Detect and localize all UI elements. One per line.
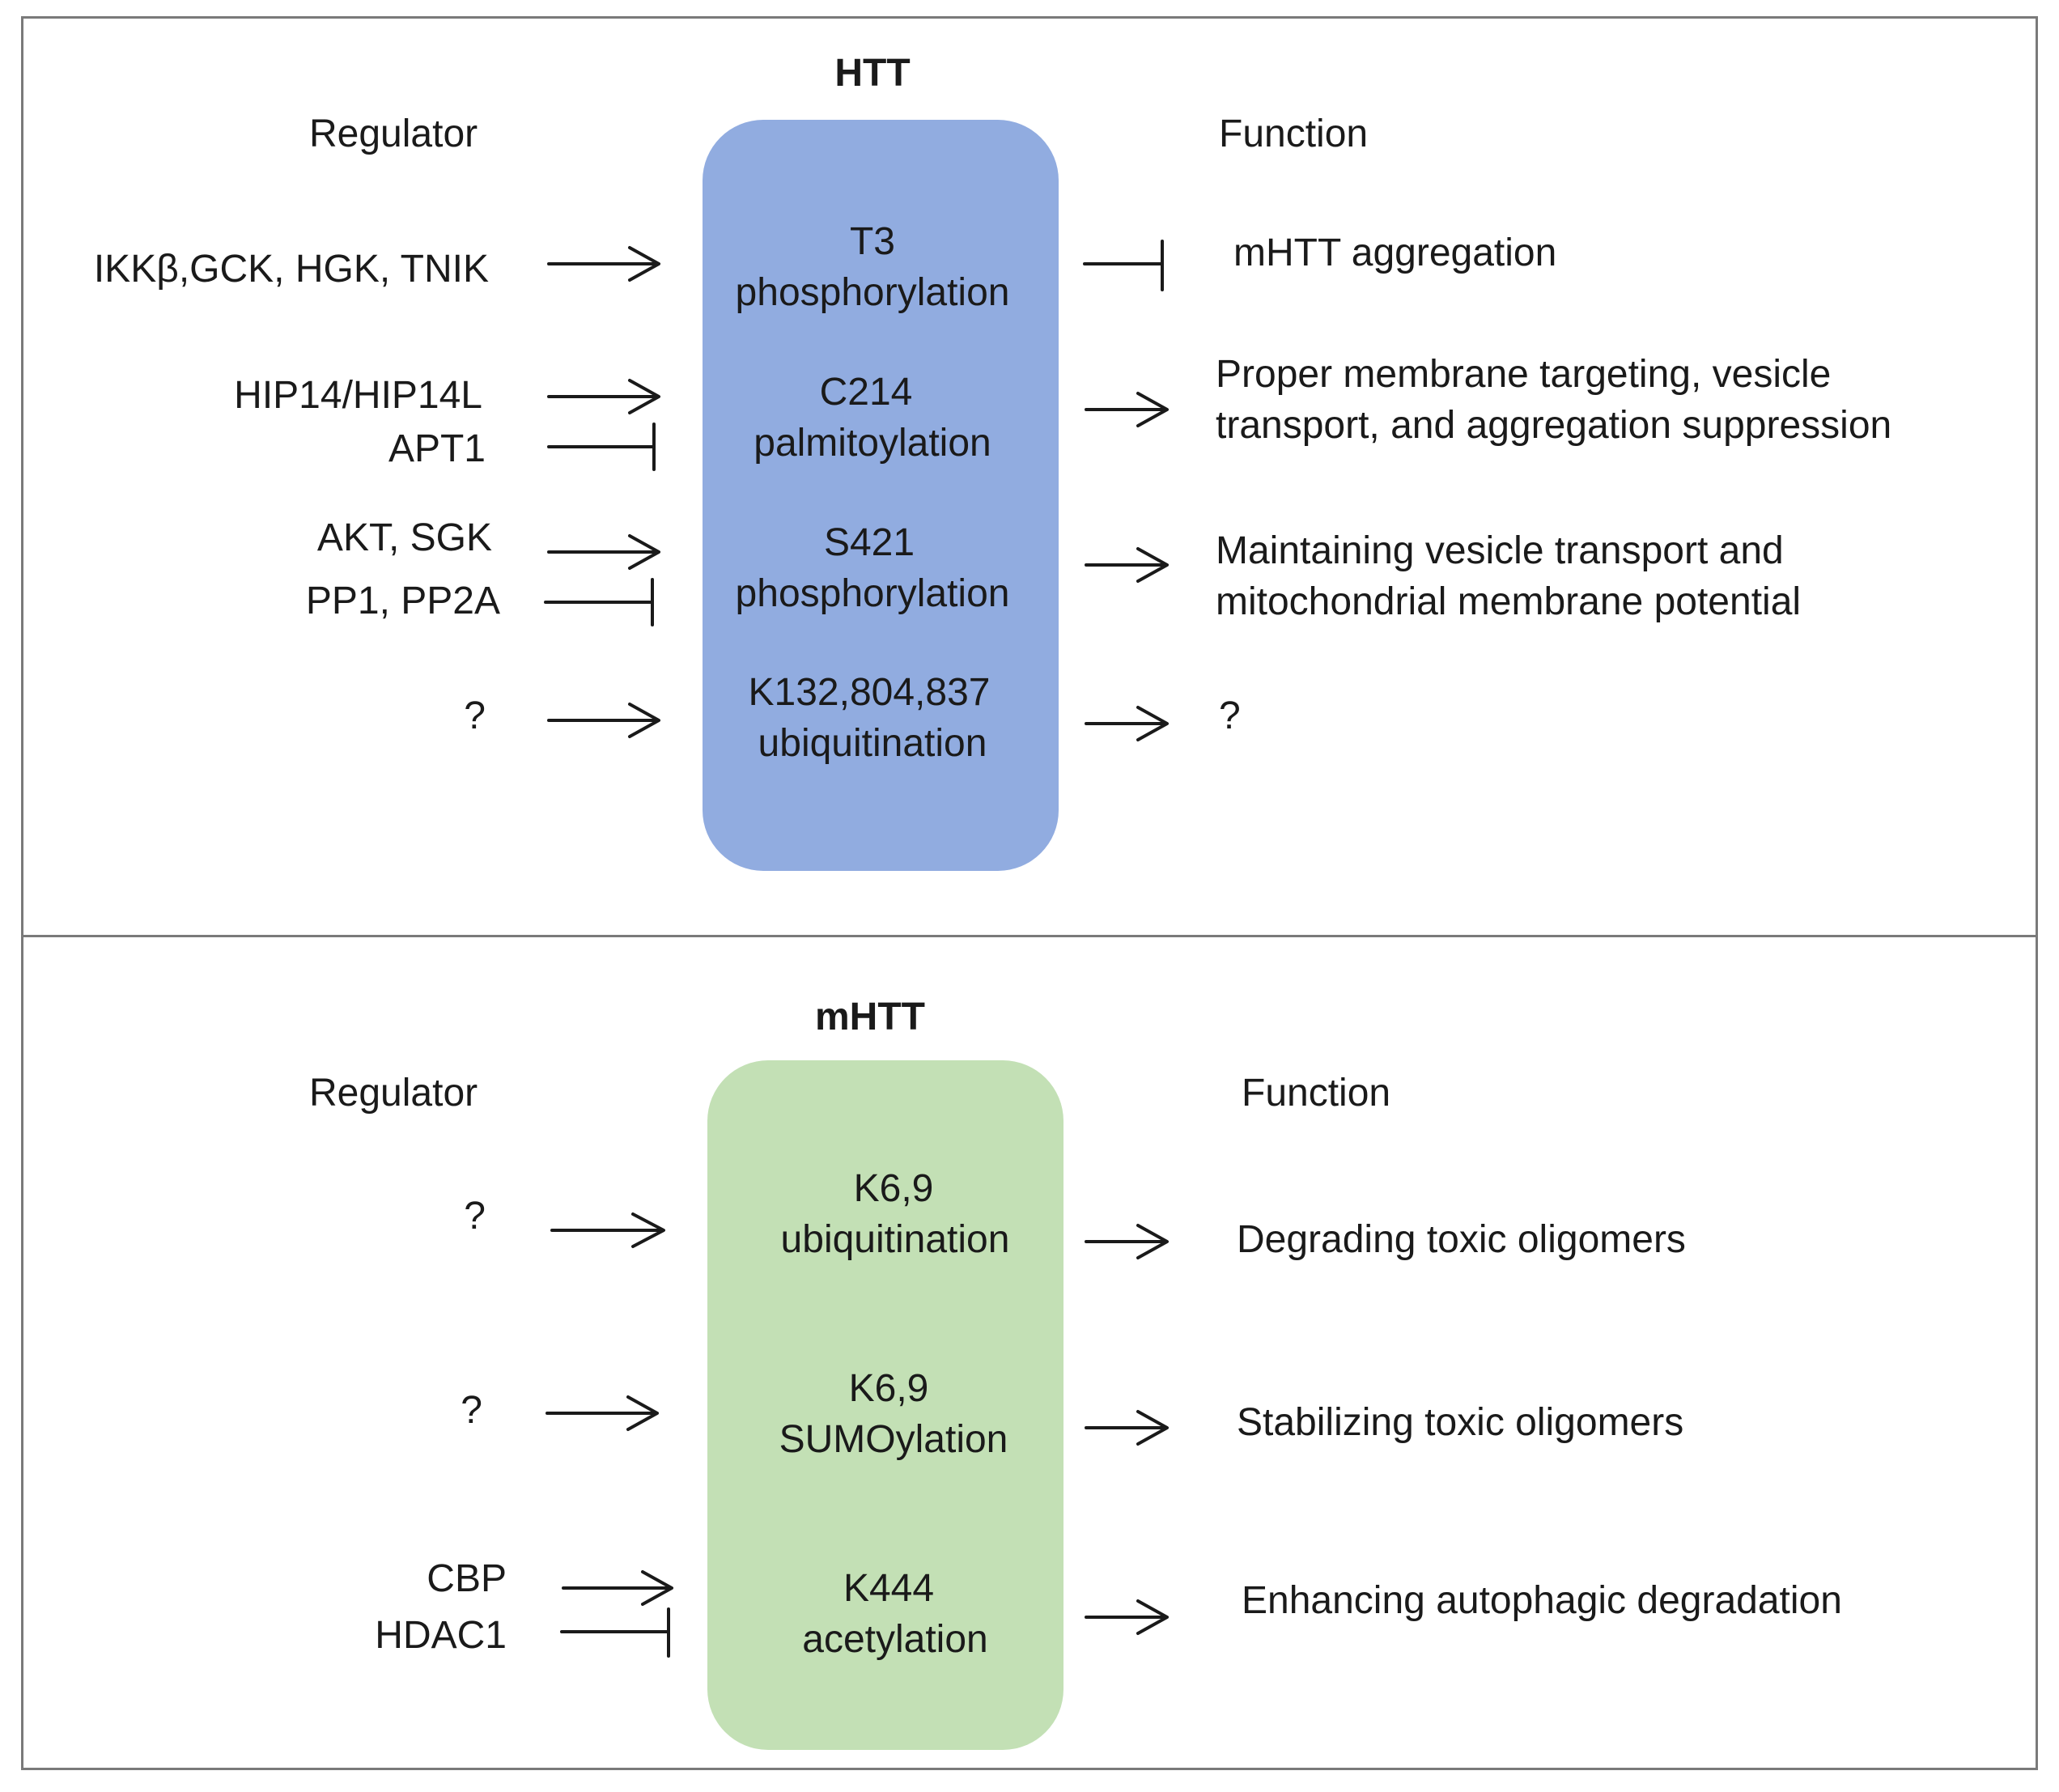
htt-function-mhtt-aggregation: mHTT aggregation [1233,231,1557,274]
htt-regulator-ikkb-gck-hgk-tnik: IKKβ,GCK, HGK, TNIK [93,248,489,291]
htt-function-unknown: ? [1219,694,1241,737]
mhtt-site-k444-modification: acetylation [802,1618,988,1661]
mhtt-function-autophagic-degradation: Enhancing autophagic degradation [1242,1579,1842,1622]
htt-site-c214-modification: palmitoylation [754,422,991,465]
htt-site-k132-position: K132,804,837 [748,671,991,714]
htt-site-s421-modification: phosphorylation [735,572,1010,615]
htt-title: HTT [834,52,911,95]
htt-regulator-pp1-pp2a: PP1, PP2A [305,580,500,622]
mhtt-site-k69-sumo-modification: SUMOylation [779,1418,1008,1461]
htt-regulator-unknown: ? [464,694,486,737]
htt-function-vesicle-transport-line2: mitochondrial membrane potential [1216,580,1802,623]
mhtt-regulator-cbp: CBP [427,1557,507,1600]
htt-site-c214-position: C214 [819,371,913,414]
mhtt-function-degrading-oligomers: Degrading toxic oligomers [1237,1218,1686,1261]
htt-regulator-header: Regulator [309,113,478,155]
mhtt-function-header: Function [1242,1072,1391,1115]
mhtt-title: mHTT [815,996,925,1038]
htt-function-vesicle-transport-line1: Maintaining vesicle transport and [1216,529,1784,572]
mhtt-ptm-box [707,1060,1063,1750]
mhtt-regulator-hdac1: HDAC1 [375,1614,507,1657]
htt-site-t3-modification: phosphorylation [735,271,1010,314]
mhtt-site-k444-position: K444 [843,1567,935,1610]
htt-function-header: Function [1219,113,1369,155]
mhtt-regulator-unknown-1: ? [464,1195,486,1238]
htt-regulator-apt1: APT1 [388,427,486,470]
mhtt-site-k69-ubiq-position: K6,9 [853,1167,934,1210]
htt-regulator-hip14: HIP14/HIP14L [234,374,482,417]
mhtt-site-k69-sumo-position: K6,9 [848,1367,929,1410]
htt-site-s421-position: S421 [823,521,915,564]
htt-function-membrane-targeting-line1: Proper membrane targeting, vesicle [1216,353,1832,396]
htt-regulator-akt-sgk: AKT, SGK [316,516,492,559]
mhtt-regulator-unknown-2: ? [461,1389,482,1432]
htt-function-membrane-targeting-line2: transport, and aggregation suppression [1216,404,1892,447]
mhtt-function-stabilizing-oligomers: Stabilizing toxic oligomers [1237,1401,1684,1444]
htt-site-k132-modification: ubiquitination [758,722,987,765]
htt-site-t3-position: T3 [849,220,895,263]
htt-ptm-box [703,120,1059,871]
mhtt-regulator-header: Regulator [309,1072,478,1115]
mhtt-site-k69-ubiq-modification: ubiquitination [780,1218,1010,1261]
